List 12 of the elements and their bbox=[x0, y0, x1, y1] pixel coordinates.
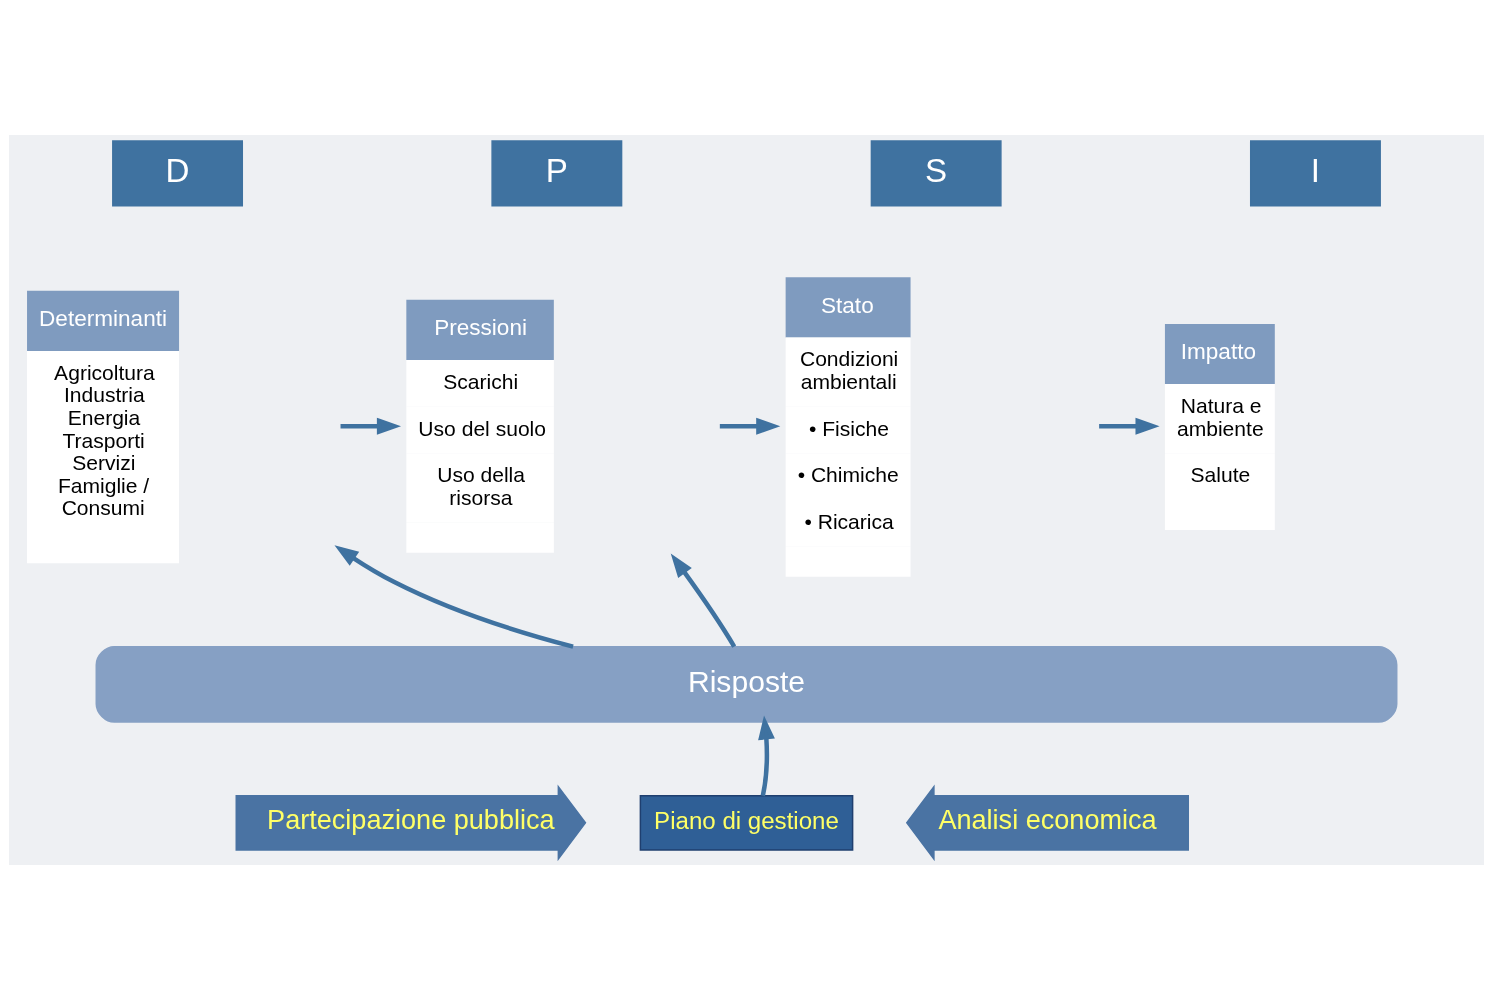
node-box: Risposte bbox=[95, 645, 1398, 723]
node-box: P bbox=[491, 139, 623, 206]
arrow bbox=[670, 553, 737, 648]
arrow bbox=[340, 417, 402, 435]
arrow bbox=[334, 544, 574, 649]
node-box: S bbox=[870, 139, 1002, 206]
node-box: I bbox=[1249, 139, 1381, 206]
arrow bbox=[1099, 417, 1160, 435]
arrow bbox=[758, 714, 775, 796]
node-box: D bbox=[112, 139, 244, 206]
arrow bbox=[719, 417, 781, 435]
node-box: Piano di gestione bbox=[639, 794, 854, 851]
